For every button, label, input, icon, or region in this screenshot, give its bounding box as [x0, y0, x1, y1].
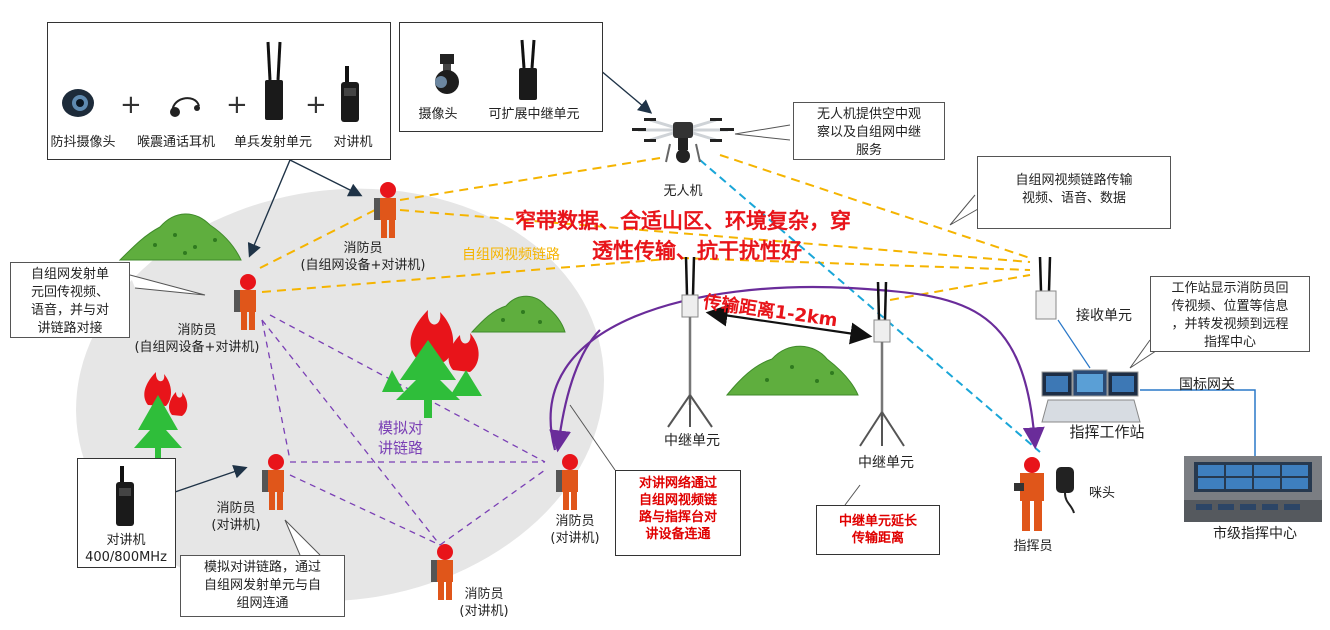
headset-icon [170, 97, 200, 117]
drone-kit-label: 可扩展中继单元 [488, 107, 580, 122]
transmitter-icon [265, 41, 283, 120]
mountain-icon [725, 345, 859, 396]
commander-label: 指挥员 [1013, 539, 1053, 554]
relay-tower-icon [859, 281, 905, 447]
walkie-talkie-icon [341, 66, 359, 122]
command-center-icon [1184, 456, 1322, 522]
relay-label: 中继单元 [664, 433, 720, 449]
intercom-note-box: 对讲网络通过自组网视频链路与指挥台对讲设备连通 [615, 470, 741, 556]
plus-sign: + [226, 90, 248, 120]
receiver-icon [1035, 256, 1057, 320]
commander-icon [1014, 457, 1044, 531]
link-callout: 自组网视频链路传输视频、语音、数据 [977, 156, 1171, 229]
receiver-label: 接收单元 [1076, 308, 1132, 324]
drone-icon [632, 118, 734, 163]
command-center-label: 市级指挥中心 [1213, 526, 1297, 542]
microphone-label: 咪头 [1088, 486, 1115, 501]
analog-link-label: 模拟对讲链路 [378, 419, 424, 457]
video-link-label: 自组网视频链路 [462, 247, 560, 263]
firefighter-icon [374, 182, 396, 238]
headline-line2: 透性传输、抗干扰性好 [592, 239, 802, 263]
firefighter-label: 消防员(对讲机) [550, 514, 600, 546]
mountain-icon [470, 295, 566, 333]
firefighter-icon [431, 544, 453, 600]
intercom-curve [549, 285, 1045, 451]
forest-fire-icon [134, 372, 188, 458]
emitter-callout: 自组网发射单元回传视频、语音，并与对讲链路对接 [10, 262, 130, 338]
firefighter-icon [262, 454, 284, 510]
gateway-label: 国标网关 [1179, 377, 1235, 393]
workstation-label: 指挥工作站 [1069, 423, 1145, 441]
relay-label: 中继单元 [858, 455, 914, 471]
relay-module-icon [519, 39, 537, 100]
firefighter-label: 消防员(对讲机) [459, 587, 509, 619]
drone-kit-label: 摄像头 [418, 107, 458, 122]
drone-kit-panel [399, 22, 603, 132]
camera-icon [62, 89, 94, 117]
firefighter-icon [556, 454, 578, 510]
video-links [259, 154, 1031, 301]
relay-note-box: 中继单元延长传输距离 [816, 505, 940, 555]
plus-sign: + [120, 90, 142, 120]
kit-item-label: 对讲机 [333, 135, 373, 150]
mountain-icon [118, 213, 242, 261]
drone-callout: 无人机提供空中观察以及自组网中继服务 [793, 102, 945, 160]
plus-sign: + [305, 90, 327, 120]
kit-item-label: 防抖摄像头 [50, 135, 116, 150]
workstation-callout: 工作站显示消防员回传视频、位置等信息，并转发视频到远程指挥中心 [1150, 276, 1310, 352]
walkie-talkie-icon [116, 466, 134, 526]
kit-item-label: 单兵发射单元 [233, 135, 312, 150]
firefighter-label: 消防员(自组网设备+对讲机) [134, 323, 260, 355]
forest-fire-icon [382, 310, 482, 418]
analog-callout: 模拟对讲链路，通过自组网发射单元与自组网连通 [180, 555, 345, 617]
equipment-kit-panel [47, 22, 391, 160]
headline-line1: 窄带数据、合适山区、环境复杂，穿 [515, 209, 851, 233]
firefighter-label: 消防员(对讲机) [211, 501, 261, 533]
firefighter-icon [234, 274, 256, 330]
gimbal-camera-icon [435, 54, 459, 94]
workstation-icon [1041, 369, 1141, 423]
microphone-icon [1056, 467, 1075, 514]
relay-tower-icon [667, 256, 713, 428]
drone-label: 无人机 [663, 184, 703, 199]
kit-item-label: 喉震通话耳机 [136, 135, 215, 150]
firefighter-label: 消防员(自组网设备+对讲机) [300, 241, 426, 273]
